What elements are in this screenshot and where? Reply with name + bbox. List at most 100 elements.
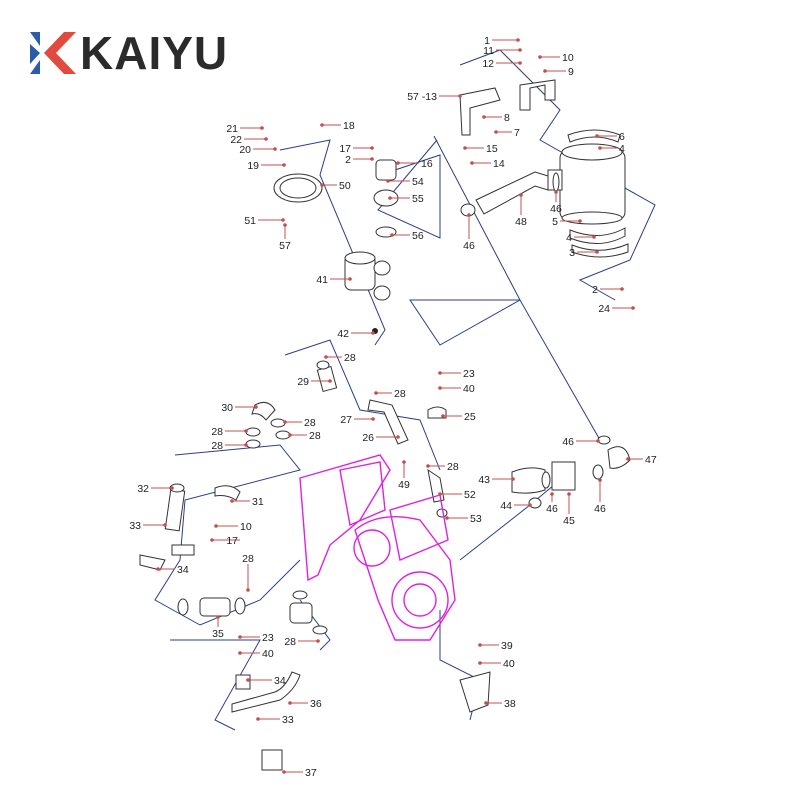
callout-63: 10 [214,521,252,533]
callout-57: 44 [500,500,532,512]
part-number-label: 17 [339,143,351,155]
part-number-label: 51 [244,215,256,227]
callout-53: 43 [478,474,515,486]
callout-24: 17 [339,143,374,155]
part-number-label: 46 [550,203,562,215]
part-number-label: 55 [412,193,424,205]
part-number-label: 38 [504,698,516,710]
callout-anchor-dot [396,435,400,439]
callout-59: 45 [563,492,575,527]
callout-anchor-dot [371,417,375,421]
callout-anchor-dot [254,405,258,409]
callout-anchor-dot [324,355,328,359]
part-number-label: 33 [129,520,141,532]
callout-anchor-dot [441,414,445,418]
part-number-label: 24 [598,303,610,315]
callout-anchor-dot [567,492,571,496]
part-number-label: 28 [309,430,321,442]
callout-anchor-dot [578,219,582,223]
callout-35: 42 [337,328,375,340]
callout-anchor-dot [210,538,214,542]
callout-28: 54 [386,176,424,188]
part-number-label: 12 [482,58,494,70]
callout-anchor-dot [518,48,522,52]
callout-anchor-dot [458,94,462,98]
part-number-label: 27 [340,414,352,426]
callout-23: 20 [239,144,277,156]
callout-65: 34 [156,564,189,576]
part-number-label: 28 [211,440,223,452]
part-number-label: 47 [645,454,657,466]
part-number-label: 28 [394,388,406,400]
callout-44: 28 [283,417,316,429]
part-number-label: 28 [284,636,296,648]
callout-anchor-dot [543,69,547,73]
callout-anchor-dot [519,193,523,197]
callout-34: 41 [316,274,352,286]
callout-anchor-dot [316,639,320,643]
callout-37: 29 [297,376,332,388]
callout-anchor-dot [595,250,599,254]
logo-k-mark-icon [30,32,76,74]
callout-73: 34 [246,675,286,687]
callout-22: 22 [230,134,268,146]
part-number-label: 33 [282,714,294,726]
part-number-label: 16 [421,158,433,170]
callout-anchor-dot [396,161,400,165]
callout-13: 46 [463,213,475,252]
callout-18: 2 [592,284,624,296]
callout-36: 28 [324,352,356,364]
callout-26: 16 [396,158,433,170]
callout-48: 26 [362,432,400,444]
callout-51: 49 [398,460,410,491]
part-number-label: 36 [310,698,322,710]
callout-76: 33 [256,714,294,726]
callout-anchor-dot [478,661,482,665]
callout-5: 57 -13 [407,91,462,103]
callout-30: 55 [388,193,424,205]
callout-anchor-dot [244,429,248,433]
callout-anchor-dot [438,492,442,496]
callout-anchor-dot [320,123,324,127]
part-number-label: 57 -13 [407,91,437,103]
part-number-label: 44 [500,500,512,512]
callout-49: 46 [562,436,600,448]
callout-anchor-dot [516,38,520,42]
part-number-label: 9 [568,66,574,78]
part-number-label: 40 [262,648,274,660]
callout-anchor-dot [281,218,285,222]
callout-50: 47 [626,454,657,466]
part-number-label: 50 [339,180,351,192]
callout-anchor-dot [156,567,160,571]
intake-hoses [139,360,631,771]
callout-43: 30 [221,402,258,414]
callout-anchor-dot [170,486,174,490]
callout-17: 3 [569,247,599,259]
callout-anchor-dot [214,524,218,528]
part-number-label: 23 [463,368,475,380]
part-number-label: 52 [464,489,476,501]
callout-52: 28 [426,461,459,473]
callout-anchor-dot [163,523,167,527]
callout-anchor-dot [511,477,515,481]
callout-56: 31 [230,496,264,508]
callout-anchor-dot [374,391,378,395]
callout-38: 28 [374,388,406,400]
callout-anchor-dot [595,134,599,138]
part-number-label: 6 [619,131,625,143]
callout-anchor-dot [478,643,482,647]
callout-0: 1 [484,35,520,47]
callout-anchor-dot [370,146,374,150]
part-number-label: 2 [345,154,351,166]
callout-9: 14 [470,158,505,170]
callout-27: 19 [247,160,286,172]
callout-anchor-dot [438,371,442,375]
part-number-label: 35 [212,628,224,640]
callout-70: 28 [284,636,320,648]
callout-anchor-dot [445,516,449,520]
callout-41: 27 [340,414,375,426]
callout-anchor-dot [288,433,292,437]
callout-6: 8 [482,112,510,124]
callout-anchor-dot [260,126,264,130]
